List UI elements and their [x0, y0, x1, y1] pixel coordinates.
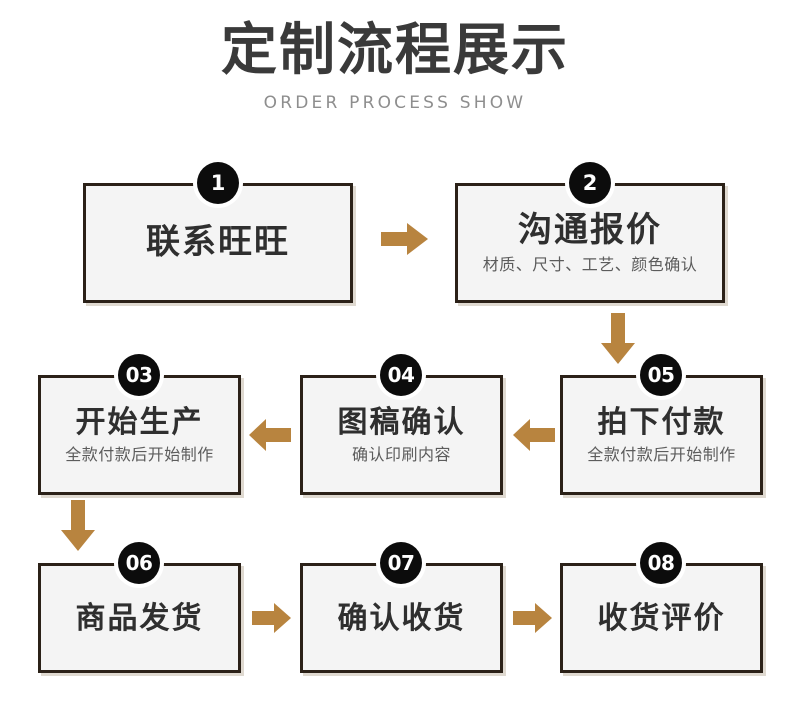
- arrow-step2-to-step05: [600, 313, 636, 365]
- step-badge-1: 1: [197, 162, 239, 204]
- arrow-step1-to-step2: [381, 222, 429, 256]
- page-title: 定制流程展示: [221, 18, 569, 83]
- arrow-step04-to-step03: [249, 418, 291, 452]
- arrow-step05-to-step04: [513, 418, 555, 452]
- step-box-05[interactable]: 拍下付款 全款付款后开始制作: [560, 375, 763, 495]
- header: 定制流程展示 ORDER PROCESS SHOW: [0, 18, 790, 113]
- step-title-06: 商品发货: [75, 600, 204, 636]
- arrow-step07-to-step08: [513, 602, 553, 634]
- step-title-04: 图稿确认: [337, 405, 466, 441]
- step-subtitle-05: 全款付款后开始制作: [587, 445, 736, 465]
- step-title-2: 沟通报价: [518, 210, 662, 250]
- step-badge-08: 08: [640, 542, 682, 584]
- step-title-07: 确认收货: [337, 600, 466, 636]
- step-title-1: 联系旺旺: [146, 222, 290, 263]
- step-badge-2: 2: [569, 162, 611, 204]
- step-badge-06: 06: [118, 542, 160, 584]
- step-title-05: 拍下付款: [597, 405, 726, 441]
- step-title-03: 开始生产: [75, 405, 204, 441]
- step-subtitle-2: 材质、尺寸、工艺、颜色确认: [482, 255, 698, 275]
- step-subtitle-03: 全款付款后开始制作: [65, 445, 214, 465]
- step-title-08: 收货评价: [597, 600, 726, 636]
- step-badge-04: 04: [380, 354, 422, 396]
- step-badge-05: 05: [640, 354, 682, 396]
- step-subtitle-04: 确认印刷内容: [351, 445, 451, 465]
- page-subtitle: ORDER PROCESS SHOW: [263, 92, 527, 113]
- arrow-step03-to-step06: [60, 500, 96, 552]
- step-badge-07: 07: [380, 542, 422, 584]
- arrow-step06-to-step07: [252, 602, 292, 634]
- step-badge-03: 03: [118, 354, 160, 396]
